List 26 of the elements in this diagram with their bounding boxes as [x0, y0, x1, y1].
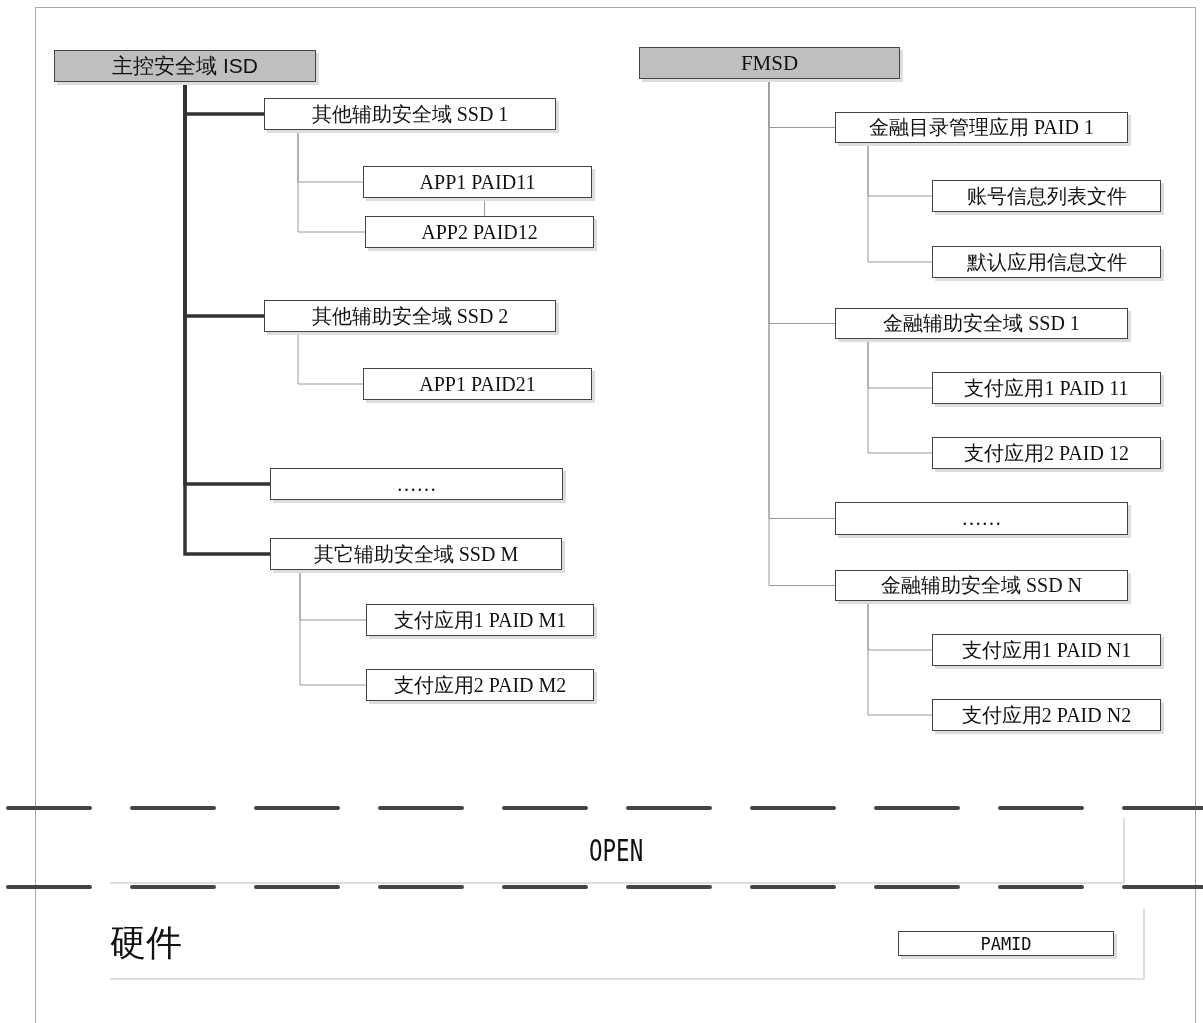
domain-box: 其他辅助安全域 SSD 2: [264, 300, 556, 332]
layer-band: [110, 908, 1145, 980]
domain-box: APP1 PAID11: [363, 166, 592, 198]
domain-box: APP1 PAID21: [363, 368, 592, 400]
domain-box: FMSD: [639, 47, 900, 79]
domain-box: 金融辅助安全域 SSD N: [835, 570, 1128, 601]
domain-box: 支付应用1 PAID 11: [932, 372, 1161, 404]
domain-box: ……: [835, 502, 1128, 535]
domain-box: ……: [270, 468, 563, 500]
domain-box: 账号信息列表文件: [932, 180, 1161, 212]
layer-band: [110, 818, 1125, 884]
layer-label: OPEN: [589, 832, 644, 868]
domain-box: 主控安全域 ISD: [54, 50, 316, 82]
domain-box: 其它辅助安全域 SSD M: [270, 538, 562, 570]
domain-box: 支付应用2 PAID 12: [932, 437, 1161, 469]
domain-box: APP2 PAID12: [365, 216, 594, 248]
domain-box: 金融目录管理应用 PAID 1: [835, 112, 1128, 143]
domain-box: 金融辅助安全域 SSD 1: [835, 308, 1128, 339]
domain-box: 支付应用1 PAID N1: [932, 634, 1161, 666]
domain-box: 支付应用2 PAID M2: [366, 669, 594, 701]
domain-box: 默认应用信息文件: [932, 246, 1161, 278]
layer-label: 硬件: [110, 920, 182, 965]
id-box: PAMID: [898, 931, 1114, 956]
domain-box: 支付应用1 PAID M1: [366, 604, 594, 636]
domain-box: 其他辅助安全域 SSD 1: [264, 98, 556, 130]
domain-box: 支付应用2 PAID N2: [932, 699, 1161, 731]
